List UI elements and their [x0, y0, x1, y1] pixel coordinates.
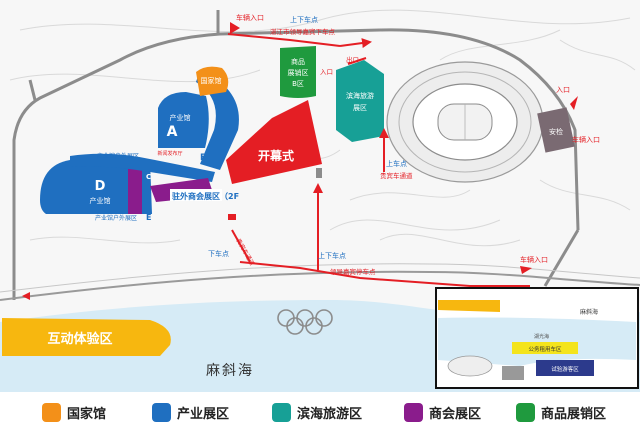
- sea-name-label: 麻斜海: [206, 363, 254, 379]
- coastal-road: [0, 270, 640, 301]
- coastal-tourism-zone[interactable]: [336, 60, 384, 142]
- exit-label: 出口: [346, 55, 359, 64]
- industry-b-letter: B: [200, 153, 207, 163]
- inset-sea: [438, 317, 636, 366]
- security-label: 安检: [549, 127, 563, 136]
- product-sales-zone[interactable]: [280, 46, 316, 98]
- product-sales-line1: 商品: [291, 57, 305, 66]
- stadium: [386, 61, 544, 183]
- legend-item-chamber: 商会展区: [404, 402, 481, 422]
- coastal-zone-line1: 滨海旅游: [346, 91, 374, 100]
- legend-label-national: 国家馆: [67, 406, 107, 422]
- industry-d-outdoor: 产业馆户外展区: [95, 214, 137, 222]
- legend-item-industry: 产业展区: [152, 402, 229, 422]
- industry-zone-d[interactable]: [40, 160, 152, 214]
- industry-zone-c[interactable]: [70, 153, 215, 182]
- inset-parking-area: [512, 342, 578, 354]
- vip-drop-off-label: 湛江市领导嘉宾下车点: [270, 27, 336, 36]
- legend-label-industry: 产业展区: [177, 406, 230, 422]
- coastal-zone-line2: 展区: [353, 104, 367, 112]
- product-sales-line2: 展销区: [288, 68, 309, 77]
- national-pavilion-label: 国家馆: [201, 76, 222, 85]
- industry-zone-e-chamber[interactable]: [128, 168, 142, 214]
- industry-c-outdoor: 产业馆户外展区: [97, 152, 139, 160]
- inset-venue-outline: [447, 355, 493, 377]
- entrance-label: 入口: [556, 86, 570, 94]
- legend-swatch-national: [42, 402, 61, 422]
- up-down-point-top-label: 上下车点: [290, 15, 318, 24]
- industry-c-letter: C: [146, 173, 151, 181]
- entrance-small-label: 入口: [320, 68, 333, 76]
- legend-label-chamber: 商会展区: [429, 406, 482, 422]
- industry-a-letter: A: [167, 124, 178, 140]
- inset-parking-label: 公务租用车区: [528, 345, 562, 353]
- top-entry-arrow-icon: [230, 22, 240, 34]
- industry-d-name: 产业馆: [90, 196, 111, 205]
- legend-label-coastal: 滨海旅游区: [297, 406, 363, 422]
- terrain-lines: [9, 9, 636, 247]
- industry-zone-b[interactable]: [196, 70, 239, 170]
- guest-bus-line2: 贵宾车通道: [380, 171, 413, 180]
- legend-swatch-coastal: [272, 402, 291, 422]
- product-sales-line3: B区: [292, 80, 304, 88]
- drop-off-marker: [228, 214, 236, 220]
- security-checkpoint[interactable]: [537, 107, 575, 153]
- legend-label-sales: 商品展销区: [541, 406, 607, 422]
- industry-a-name: 产业馆: [170, 113, 191, 122]
- industry-zone-a[interactable]: [158, 92, 209, 148]
- legend-swatch-industry: [152, 402, 171, 422]
- industry-d-letter: D: [95, 179, 106, 194]
- overseas-chamber-tag: [170, 189, 222, 201]
- right-entry-arrow-icon: [570, 96, 578, 110]
- inset-sea-label2: 湖光海: [534, 333, 549, 340]
- legend-swatch-sales: [516, 402, 535, 422]
- olympic-rings-icon: [277, 309, 333, 335]
- opening-ceremony-label: 开幕式: [258, 148, 294, 163]
- vip-parking-label: 领导嘉宾停车点: [330, 267, 376, 276]
- guest-bus-line1: 上车点: [386, 159, 407, 168]
- vehicle-entrance-bottom-label: 车辆入口: [520, 255, 548, 264]
- interactive-zone-label: 互动体验区: [47, 331, 112, 347]
- legend-item-coastal: 滨海旅游区: [272, 402, 362, 422]
- gate-marker: [316, 168, 322, 178]
- legend: 国家馆 产业展区 滨海旅游区 商会展区 商品展销区: [0, 392, 640, 444]
- bottom-entry-arrow-icon: [520, 266, 532, 274]
- left-exit-arrow-icon: [22, 292, 30, 300]
- interactive-zone[interactable]: [2, 318, 171, 356]
- vehicle-entrance-top-label: 车辆入口: [236, 13, 264, 22]
- legend-item-sales: 商品展销区: [516, 402, 606, 422]
- opening-ceremony-zone[interactable]: [226, 100, 322, 184]
- overseas-chamber-label: 驻外商会展区（2F: [172, 191, 239, 201]
- coastal-road-inner: [0, 263, 640, 293]
- press-room-label: 新闻发布厅: [157, 150, 182, 157]
- industry-e-letter: E: [146, 213, 151, 222]
- inset-building-label: 试验游客区: [551, 365, 579, 373]
- national-pavilion[interactable]: [196, 66, 229, 96]
- up-down-point-bottom-label: 上下车点: [318, 251, 346, 260]
- inset-interactive-zone: [438, 300, 500, 312]
- inset-block: [502, 366, 524, 380]
- inset-map[interactable]: 麻斜海 湖光海 公务租用车区 试验游客区: [435, 287, 639, 389]
- inset-building: [536, 360, 594, 376]
- inset-sea-label: 麻斜海: [580, 308, 598, 316]
- legend-swatch-chamber: [404, 402, 423, 422]
- legend-item-national: 国家馆: [42, 402, 106, 422]
- vehicle-entrance-right-label: 车辆入口: [572, 135, 600, 144]
- drop-off-point-label: 下车点: [208, 249, 229, 258]
- vip-routes: [227, 33, 530, 287]
- map-canvas: 互动体验区 麻斜海 D 产业馆 产业馆户外展区 E 产业馆户外展区 C B 产业…: [0, 9, 640, 392]
